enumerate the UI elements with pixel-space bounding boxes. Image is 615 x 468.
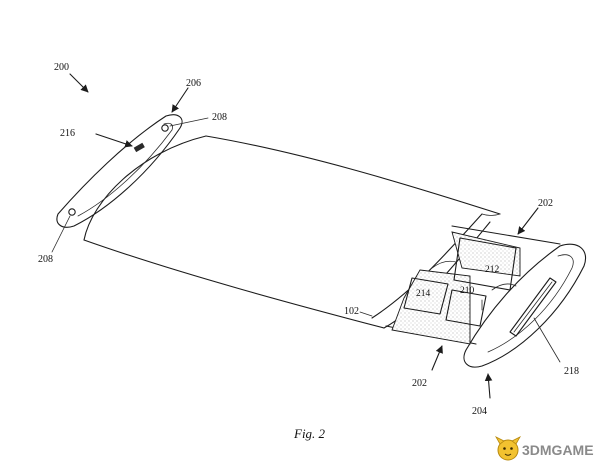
button-bottom	[68, 208, 76, 216]
label-202-top: 202	[538, 198, 553, 209]
port-right	[509, 277, 557, 337]
label-202-bottom: 202	[412, 378, 427, 389]
label-200: 200	[54, 62, 69, 73]
component-214	[403, 277, 449, 315]
label-218: 218	[564, 366, 579, 377]
label-212: 212	[485, 265, 500, 275]
reference-labels: 200 206 208 216 208 202 212 214 210 102 …	[38, 62, 579, 417]
leader-lines	[51, 73, 561, 399]
label-208-top: 208	[212, 112, 227, 123]
label-208-bottom: 208	[38, 254, 53, 265]
component-210	[445, 289, 487, 327]
figure-caption: Fig. 2	[293, 426, 326, 441]
watermark-logo	[494, 436, 522, 461]
button-top	[161, 124, 169, 132]
label-216: 216	[60, 128, 75, 139]
left-end-cap	[56, 114, 183, 228]
label-214: 214	[416, 289, 431, 299]
internal-tray	[385, 225, 561, 345]
right-end-cap	[463, 243, 586, 368]
watermark: 3DMGAME	[494, 436, 594, 461]
label-102: 102	[344, 306, 359, 317]
watermark-text: 3DMGAME	[522, 442, 594, 458]
label-204: 204	[472, 406, 487, 417]
port-left	[133, 142, 145, 153]
label-210: 210	[460, 286, 475, 296]
label-206: 206	[186, 78, 201, 89]
